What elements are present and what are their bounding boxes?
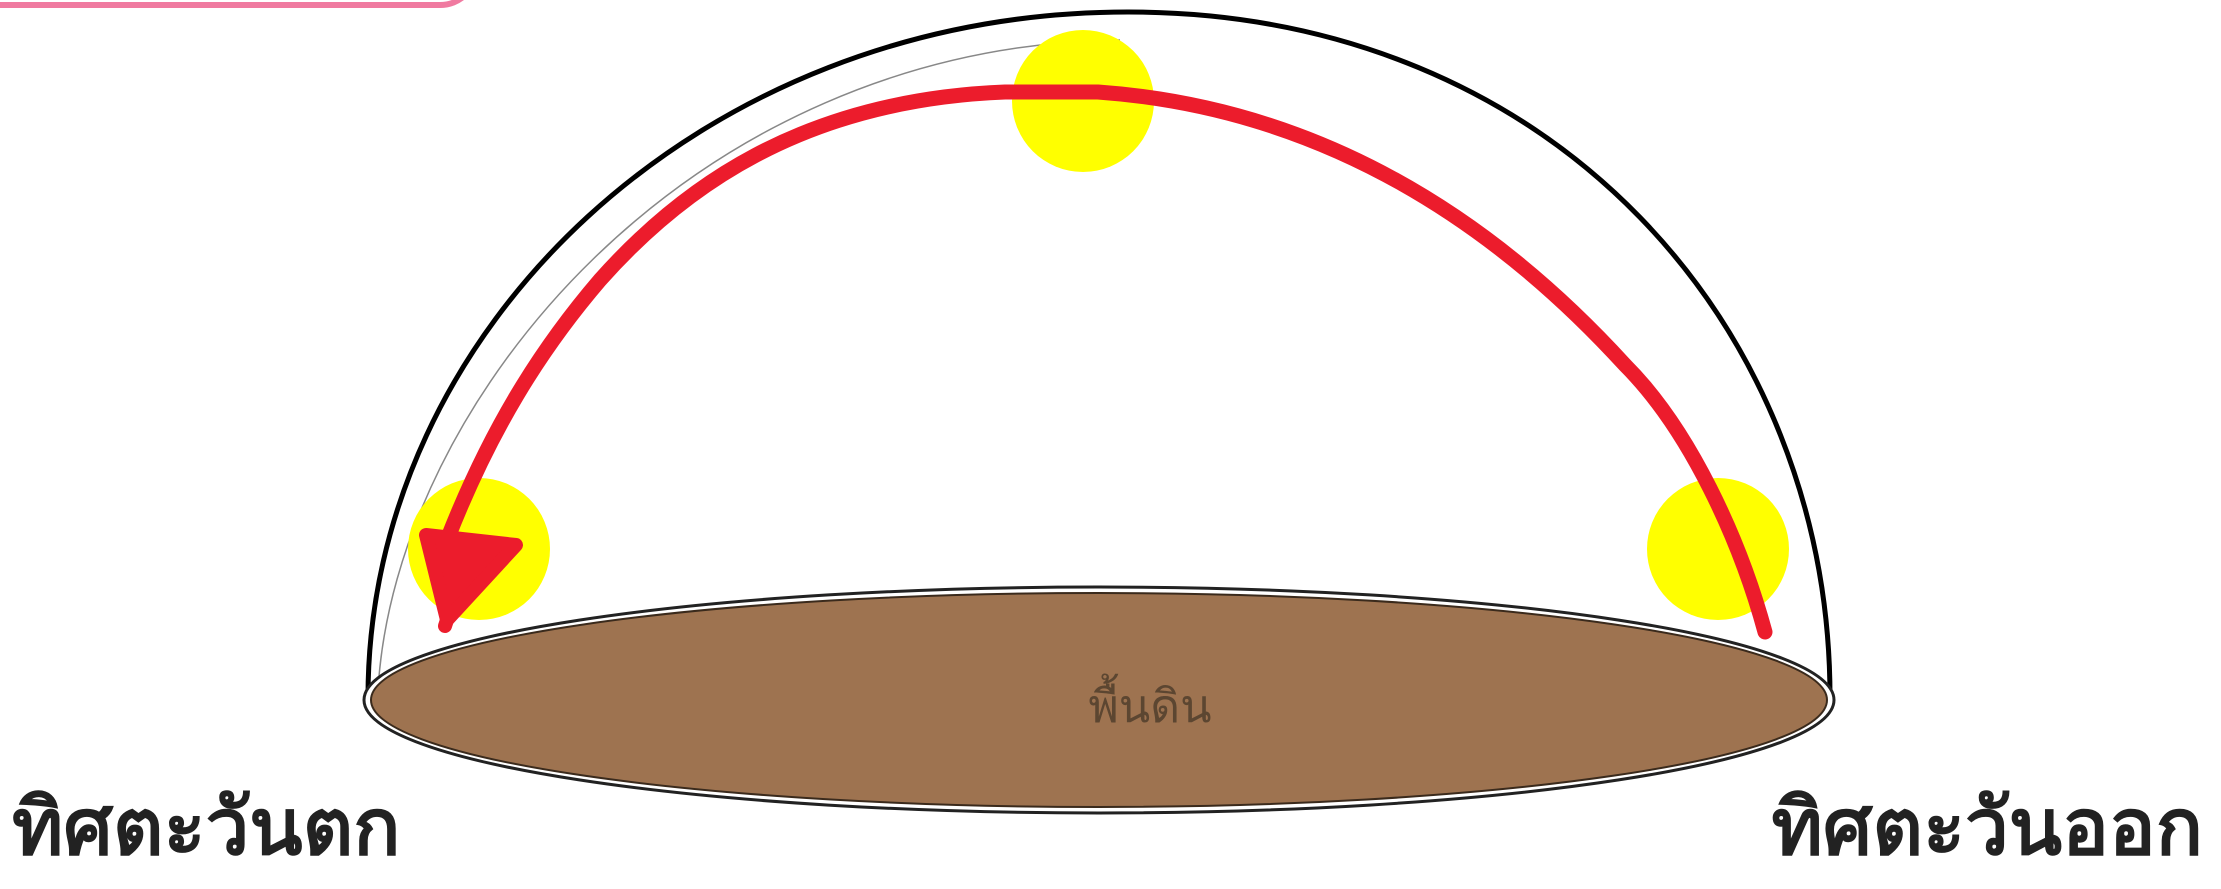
sun-path-diagram: พื้นดิน ทิศตะวันตก ทิศตะวันออก [0, 0, 2203, 873]
east-direction-label: ทิศตะวันออก [1771, 783, 2203, 873]
sun-noon [1012, 30, 1154, 172]
arrow-tip [438, 613, 454, 633]
sky-dome [365, 9, 1833, 698]
arrow-head-icon [419, 528, 523, 627]
sun-path-arc [439, 84, 1773, 640]
west-direction-label: ทิศตะวันตก [12, 783, 401, 873]
sky-dome-inner-edge [377, 39, 1121, 691]
ground-disk [370, 592, 1828, 808]
ground-label: พื้นดิน [1088, 679, 1212, 733]
diagram-canvas [362, 9, 1836, 815]
